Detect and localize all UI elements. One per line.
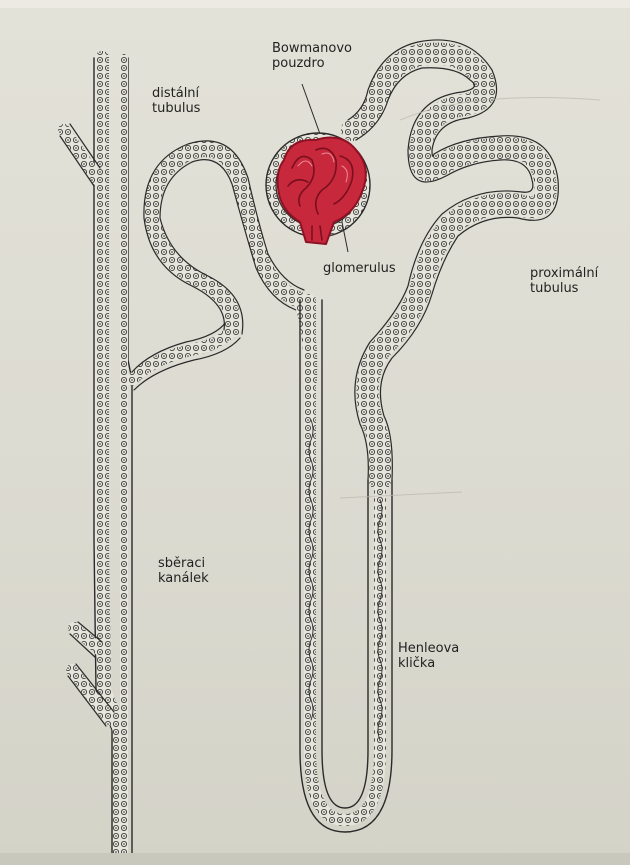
label-bowman-capsule: Bowmanovo pouzdro [272,41,352,71]
label-glomerulus: glomerulus [323,261,396,276]
proximal-tubule [348,40,558,480]
label-distal-tubule: distální tubulus [152,86,200,116]
collecting-duct [60,58,240,855]
label-proximal-tubule: proximální tubulus [530,266,598,296]
collecting-duct-right-wall [128,58,132,855]
leader-bowman [302,84,320,134]
label-loop-of-henle: Henleova klička [398,641,459,671]
label-collecting-duct: sběraci kanálek [158,556,209,586]
collecting-duct-branch-lower [74,628,100,650]
collecting-duct-branch-top [64,130,98,180]
